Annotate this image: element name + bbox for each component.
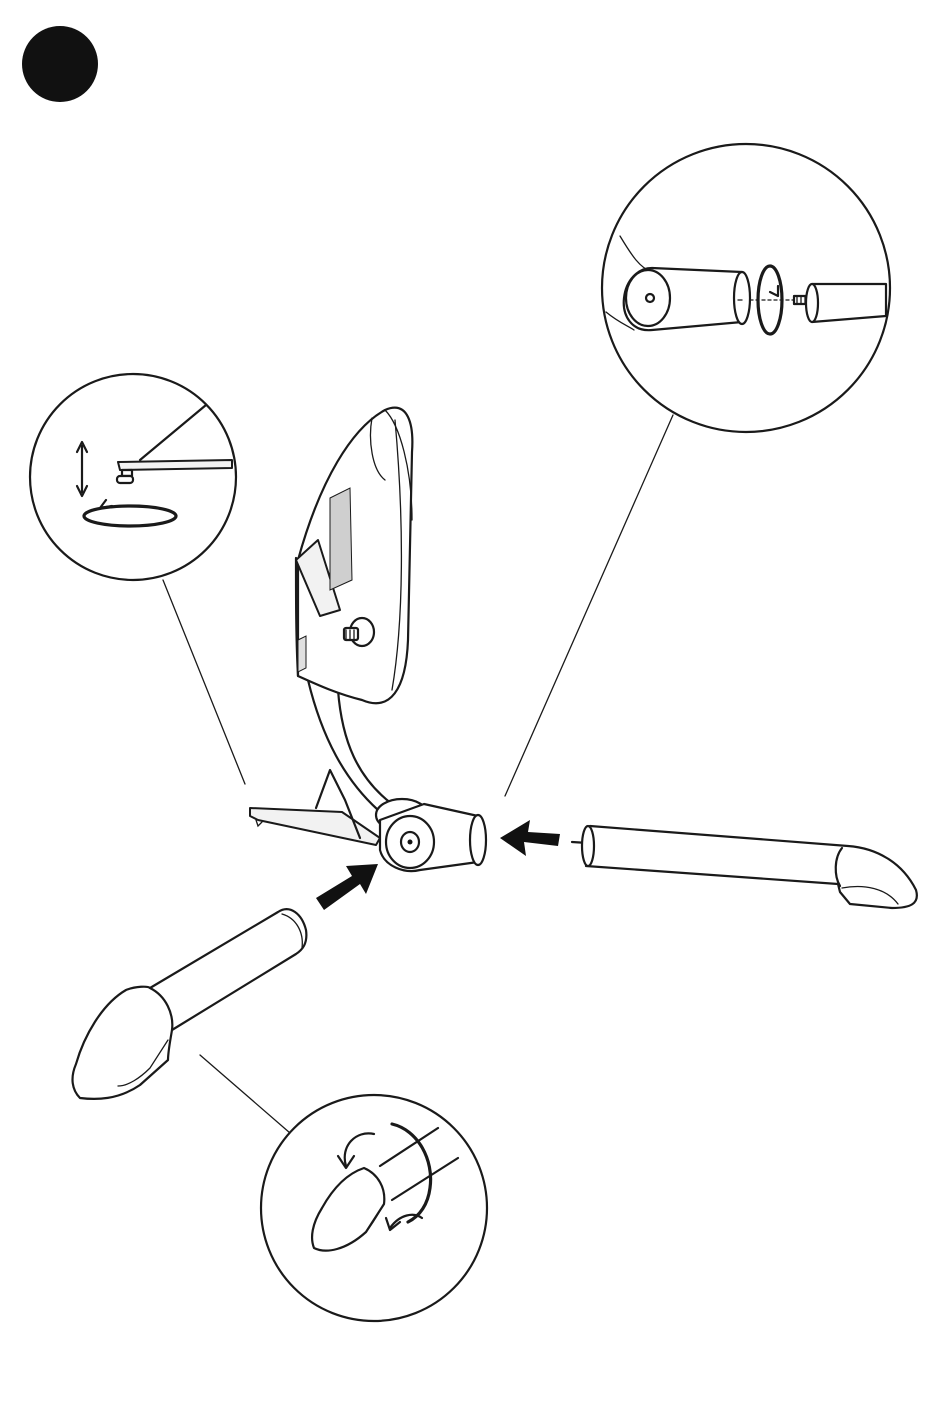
leveling-foot-detail bbox=[30, 374, 236, 580]
left-stabilizer-tube bbox=[73, 909, 307, 1099]
pedal-icon bbox=[250, 408, 486, 871]
insert-left-arrow bbox=[316, 864, 378, 910]
threaded-rod-detail bbox=[602, 144, 890, 432]
insert-right-arrow bbox=[500, 820, 560, 856]
step-badge-icon bbox=[22, 26, 98, 102]
end-cap-rotate-detail bbox=[261, 1095, 487, 1321]
right-stabilizer-tube bbox=[572, 826, 917, 908]
leader-lines bbox=[163, 415, 673, 1133]
